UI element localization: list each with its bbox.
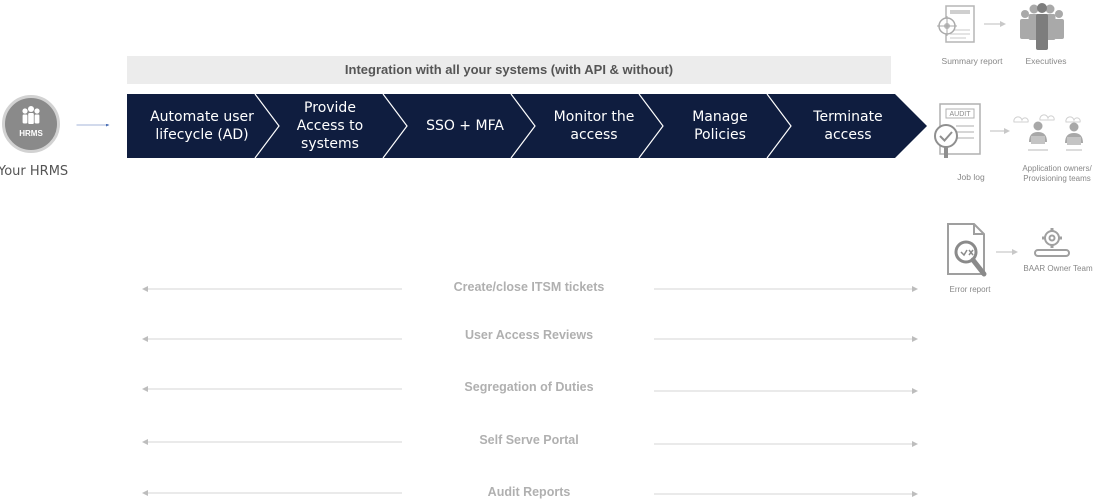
flow-step-sso-mfa: SSO + MFA	[426, 118, 504, 134]
integration-banner: Integration with all your systems (with …	[127, 56, 891, 84]
executives-icon	[1020, 3, 1064, 50]
flow-step-monitor-access: Monitor the access	[553, 109, 635, 143]
feature-arrows-audit-reports	[142, 490, 918, 497]
feature-arrows-itsm	[142, 286, 918, 292]
flow-step-manage-policies: Manage Policies	[692, 109, 748, 143]
feature-segregation-of-duties: Segregation of Duties	[464, 380, 594, 394]
baar-owner-team-icon	[1034, 228, 1070, 257]
baar-owner-team-label: BAAR Owner Team	[1023, 264, 1093, 273]
process-flow-band	[127, 94, 927, 158]
feature-user-access-reviews: User Access Reviews	[464, 328, 594, 342]
feature-self-serve-portal: Self Serve Portal	[479, 433, 579, 447]
hrms-badge-icon: HRMS	[2, 95, 60, 153]
error-report-label: Error report	[949, 285, 991, 294]
audit-badge-text: AUDIT	[950, 111, 972, 118]
flow-step-provide-access: Provide Access to systems	[296, 100, 364, 152]
job-log-label: Job log	[957, 172, 985, 182]
feature-row-audit-reports: Audit Reports	[140, 484, 920, 504]
hrms-connector-arrow	[76, 124, 110, 127]
feature-itsm-tickets: Create/close ITSM tickets	[453, 280, 605, 294]
summary-arrow-icon	[984, 21, 1006, 27]
flow-step-automate-lifecycle: Automate user lifecycle (AD)	[150, 109, 254, 143]
job-log-arrow-icon	[990, 128, 1010, 134]
summary-report-label: Summary report	[941, 56, 1003, 66]
feature-row-access-reviews: User Access Reviews	[140, 327, 920, 347]
hrms-badge-text: HRMS	[19, 129, 43, 138]
feature-row-sod: Segregation of Duties	[140, 379, 920, 399]
feature-audit-reports: Audit Reports	[487, 485, 571, 499]
application-owners-icon	[1013, 114, 1083, 151]
feature-row-itsm: Create/close ITSM tickets	[140, 279, 920, 299]
hrms-label: Your HRMS	[0, 164, 69, 179]
application-owners-label: Application owners/ Provisioning teams	[1022, 164, 1092, 183]
flow-step-terminate-access: Terminate access	[813, 109, 883, 143]
feature-arrows-access-reviews	[142, 336, 918, 342]
error-arrow-icon	[996, 249, 1018, 255]
feature-row-self-serve: Self Serve Portal	[140, 432, 920, 452]
job-log-audit-icon: AUDIT	[934, 103, 981, 158]
summary-report-icon	[937, 5, 975, 43]
executives-label: Executives	[1025, 56, 1067, 66]
feature-arrows-sod	[142, 386, 918, 394]
feature-arrows-self-serve	[142, 439, 918, 447]
error-report-icon	[947, 223, 987, 277]
